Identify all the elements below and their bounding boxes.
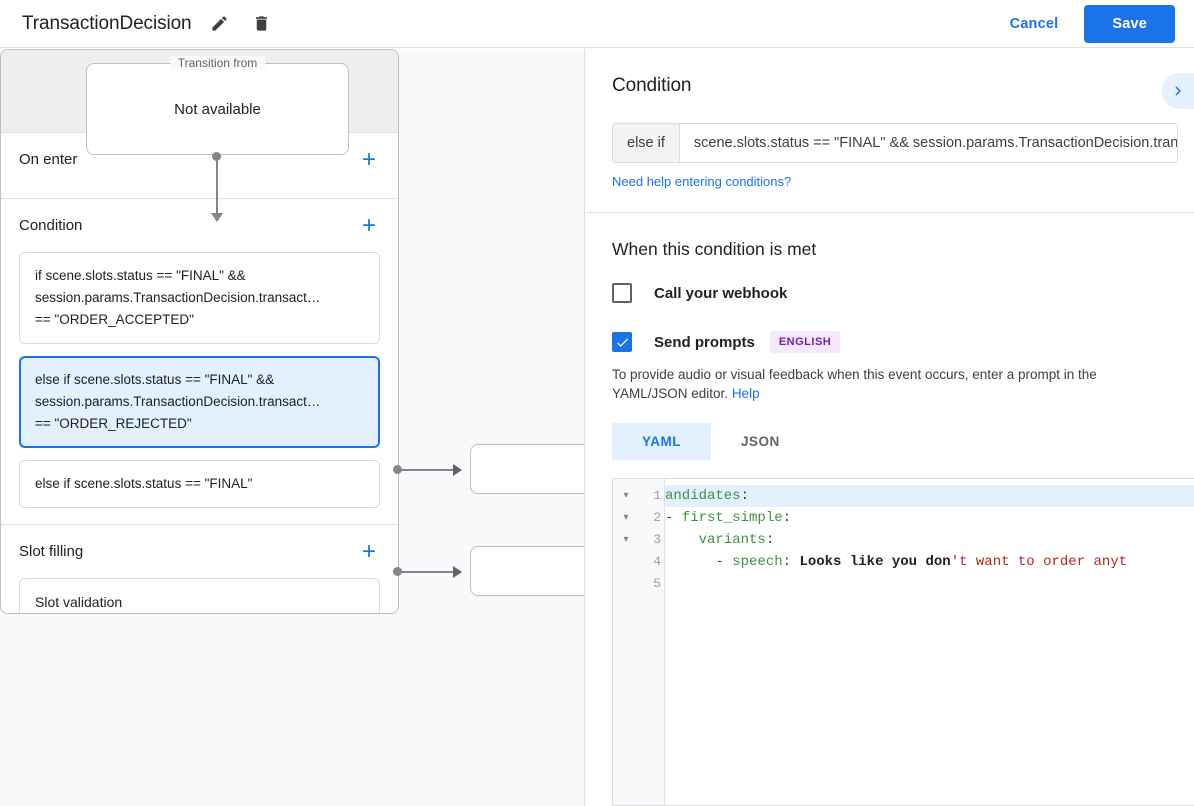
add-condition-button[interactable]: +	[361, 211, 376, 239]
transition-from-value: Not available	[174, 100, 261, 118]
code-token	[665, 532, 699, 548]
cancel-button[interactable]: Cancel	[996, 7, 1073, 41]
add-on-enter-button[interactable]: +	[361, 145, 376, 173]
code-line-4[interactable]: - speech: Looks like you don't want to o…	[665, 551, 1194, 573]
pencil-icon	[212, 16, 227, 31]
code-token: andidates	[665, 488, 741, 504]
condition-out-arrow-2	[453, 566, 462, 578]
condition-out-line-1	[400, 469, 457, 471]
section-title-condition: Condition	[19, 217, 83, 234]
code-token: :	[765, 532, 775, 548]
code-token: :	[740, 488, 750, 504]
section-on-enter: On enter +	[1, 133, 398, 199]
code-line-2[interactable]: - first_simple:	[665, 507, 1194, 529]
condition-details-panel: Condition else if Need help entering con…	[586, 49, 1194, 806]
slot-validation-card[interactable]: Slot validation	[19, 578, 380, 613]
condition-line-2: session.params.TransactionDecision.trans…	[35, 394, 321, 409]
transition-from-node[interactable]: Transition from Not available	[86, 56, 349, 155]
line-number-4: 4	[653, 554, 661, 569]
target-node-1[interactable]	[470, 444, 584, 494]
condition-expression-row: else if	[612, 123, 1178, 163]
trash-icon	[255, 16, 268, 31]
prompts-hint: To provide audio or visual feedback when…	[612, 365, 1168, 403]
delete-button[interactable]	[248, 10, 276, 38]
help-link[interactable]: Help	[731, 386, 760, 401]
condition-out-dot-1	[393, 465, 402, 474]
code-token: Looks like you don	[799, 554, 951, 570]
chevron-right-icon	[1175, 86, 1181, 96]
code-line-5[interactable]	[665, 573, 1194, 595]
fold-toggle-4	[613, 551, 639, 573]
condition-card-accepted[interactable]: if scene.slots.status == "FINAL" && sess…	[19, 252, 380, 344]
section-condition: Condition + if scene.slots.status == "FI…	[1, 199, 398, 525]
connector-line	[216, 156, 218, 215]
condition-prefix-label: else if	[613, 124, 680, 162]
edit-name-button[interactable]	[206, 10, 234, 38]
fold-toggle-3[interactable]: ▾	[623, 534, 629, 545]
need-help-link[interactable]: Need help entering conditions?	[612, 174, 792, 189]
section-title-slot-filling: Slot filling	[19, 543, 84, 560]
webhook-row: Call your webhook	[612, 283, 1194, 303]
code-token: speech	[732, 554, 783, 570]
code-token: 't want to order anyt	[950, 554, 1128, 570]
line-number-2: 2	[653, 510, 661, 525]
code-token: :	[782, 510, 792, 526]
transition-from-legend: Transition from	[169, 56, 266, 70]
call-webhook-checkbox[interactable]	[612, 283, 632, 303]
condition-expression-input[interactable]	[679, 124, 1177, 162]
condition-line-1: if scene.slots.status == "FINAL" &&	[35, 268, 246, 283]
section-divider	[586, 212, 1194, 213]
code-token: first_simple	[681, 510, 783, 526]
line-number-5: 5	[653, 576, 661, 591]
details-title: Condition	[612, 75, 692, 96]
code-token: -	[665, 554, 733, 570]
condition-card-final[interactable]: else if scene.slots.status == "FINAL"	[19, 460, 380, 508]
collapse-panel-button[interactable]	[1162, 73, 1194, 109]
code-token: :	[782, 554, 800, 570]
scene-graph-panel: Transition from Not available Transactio…	[0, 49, 585, 806]
prompts-hint-text: To provide audio or visual feedback when…	[612, 367, 1097, 401]
condition-out-arrow-1	[453, 464, 462, 476]
send-prompts-label: Send prompts	[654, 333, 755, 351]
line-number-3: 3	[653, 532, 661, 547]
condition-line-2: session.params.TransactionDecision.trans…	[35, 290, 321, 305]
condition-line-1: else if scene.slots.status == "FINAL" &&	[35, 372, 275, 387]
save-button[interactable]: Save	[1084, 4, 1175, 43]
add-slot-filling-button[interactable]: +	[361, 537, 376, 565]
code-line-1[interactable]: andidates:	[665, 485, 1194, 507]
send-prompts-checkbox[interactable]	[612, 332, 632, 352]
top-app-bar: TransactionDecision Cancel Save	[0, 0, 1194, 48]
line-number-1: 1	[653, 488, 661, 503]
condition-line-1: else if scene.slots.status == "FINAL"	[35, 476, 253, 491]
code-token: variants	[698, 532, 766, 548]
condition-line-3: == "ORDER_REJECTED"	[35, 416, 192, 431]
section-title-on-enter: On enter	[19, 151, 78, 168]
page-title: TransactionDecision	[22, 12, 192, 34]
condition-out-line-2	[400, 571, 457, 573]
editor-code-area[interactable]: andidates:- first_simple: variants: - sp…	[665, 479, 1194, 805]
editor-fold-column[interactable]: ▾ ▾ ▾	[613, 479, 639, 805]
details-header: Condition	[586, 49, 1194, 109]
condition-line-3: == "ORDER_ACCEPTED"	[35, 312, 194, 327]
checkmark-icon	[616, 337, 628, 347]
call-webhook-label: Call your webhook	[654, 284, 788, 302]
condition-out-dot-2	[393, 567, 402, 576]
send-prompts-row: Send prompts ENGLISH	[612, 331, 1194, 353]
section-slot-filling: Slot filling + Slot validation	[1, 525, 398, 613]
code-line-3[interactable]: variants:	[665, 529, 1194, 551]
editor-format-tabs: YAML JSON	[612, 423, 1194, 460]
target-node-2[interactable]	[470, 546, 584, 596]
connector-arrow	[211, 213, 223, 222]
when-condition-met-title: When this condition is met	[612, 239, 817, 259]
fold-toggle-5	[613, 573, 639, 595]
editor-line-numbers: 1 2 3 4 5	[639, 479, 665, 805]
tab-yaml[interactable]: YAML	[612, 423, 712, 460]
fold-toggle-2[interactable]: ▾	[623, 512, 629, 523]
language-badge: ENGLISH	[769, 331, 841, 353]
code-token: -	[665, 510, 682, 526]
tab-json[interactable]: JSON	[711, 423, 810, 460]
condition-card-rejected[interactable]: else if scene.slots.status == "FINAL" &&…	[19, 356, 380, 448]
fold-toggle-1[interactable]: ▾	[623, 490, 629, 501]
